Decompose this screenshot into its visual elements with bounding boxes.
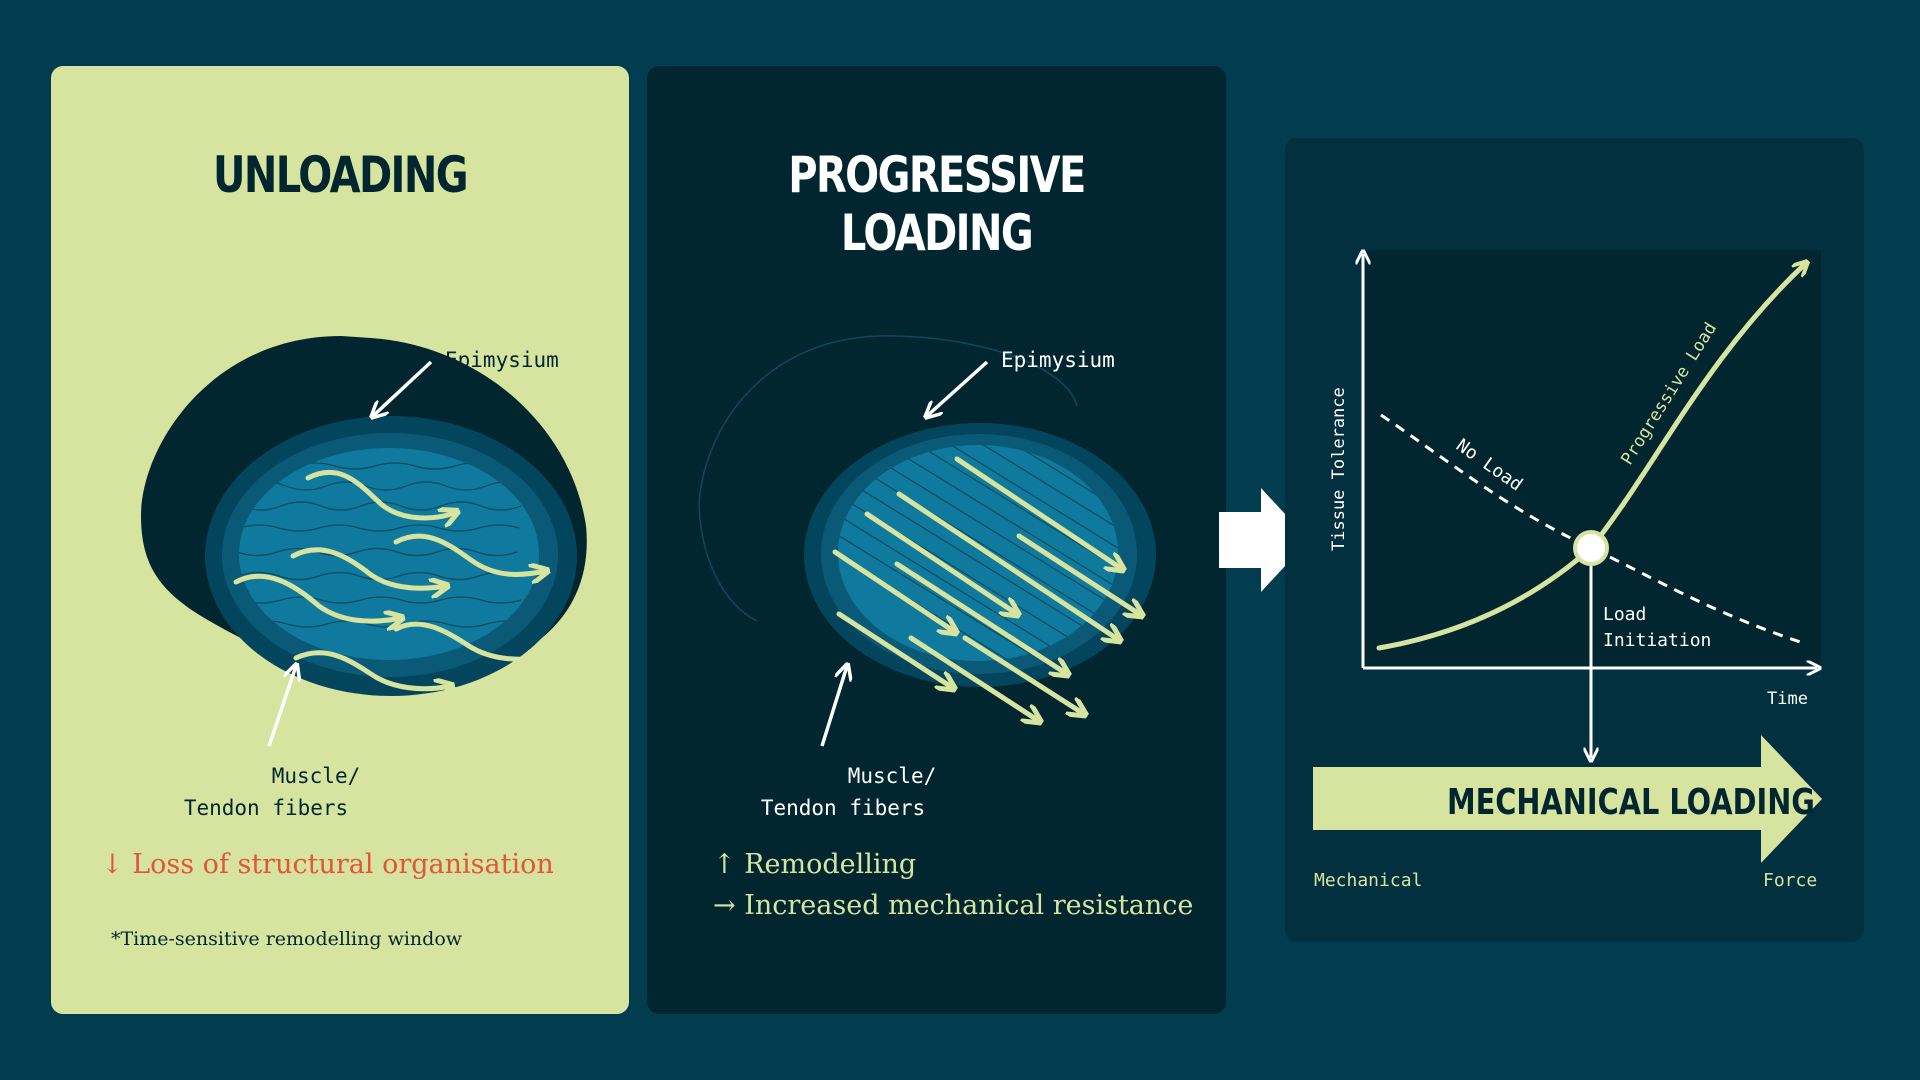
transition-arrow-icon (1219, 488, 1309, 592)
fiber-core (838, 445, 1118, 661)
increased-resistance-text: → Increased mechanical resistance (713, 890, 1194, 921)
fibers-label-line2: Tendon fibers (760, 796, 926, 820)
epimysium-label: Epimysium (1001, 348, 1115, 372)
footer-label-left: Mechanical (1314, 870, 1423, 891)
fibers-pointer (820, 666, 847, 747)
unloading-fiber-illustration (141, 336, 587, 747)
panel-unloading: UNLOADING (51, 66, 629, 1014)
loss-of-organisation-text: ↓ Loss of structural organisation (101, 849, 554, 880)
tissue-tolerance-chart: Tissue Tolerance Time No Load Progressiv… (1313, 138, 1822, 863)
panel-title-unloading: UNLOADING (213, 146, 469, 204)
tube-outline (698, 335, 1078, 507)
y-axis-label: Tissue Tolerance (1329, 387, 1349, 551)
epimysium-label: Epimysium (445, 348, 559, 372)
footer-label-right: Force (1763, 870, 1818, 891)
mechanical-loading-banner (1313, 735, 1822, 863)
x-axis-label: Time (1767, 689, 1808, 709)
wavy-arrows (233, 469, 546, 688)
panel-tolerance-chart: Tissue Tolerance Time No Load Progressiv… (1285, 138, 1864, 942)
panel-title-progressive-loading: PROGRESSIVE LOADING (788, 146, 1086, 262)
mechanical-loading-title: MECHANICAL LOADING (1447, 781, 1815, 823)
fibers-label-line2: Tendon fibers (183, 796, 349, 820)
fiber-core (239, 448, 539, 660)
fibers-label-line1: Muscle/ (847, 764, 937, 788)
fibers-pointer (267, 666, 296, 747)
remodelling-text: ↑ Remodelling (713, 849, 917, 880)
remodelling-window-footnote: *Time-sensitive remodelling window (111, 928, 463, 950)
curve-no-load (1380, 413, 1804, 645)
load-initiation-label-line1: Load (1603, 604, 1646, 625)
progressive-fiber-illustration (698, 335, 1156, 747)
epimysium-pointer (373, 360, 433, 416)
aligned-arrows (832, 456, 1141, 721)
panel-progressive-loading: PROGRESSIVE LOADING (647, 66, 1226, 1014)
fibers-label-line1: Muscle/ (271, 764, 361, 788)
load-initiation-point (1573, 530, 1609, 566)
load-initiation-label-line2: Initiation (1603, 630, 1711, 651)
epimysium-pointer (927, 360, 989, 416)
